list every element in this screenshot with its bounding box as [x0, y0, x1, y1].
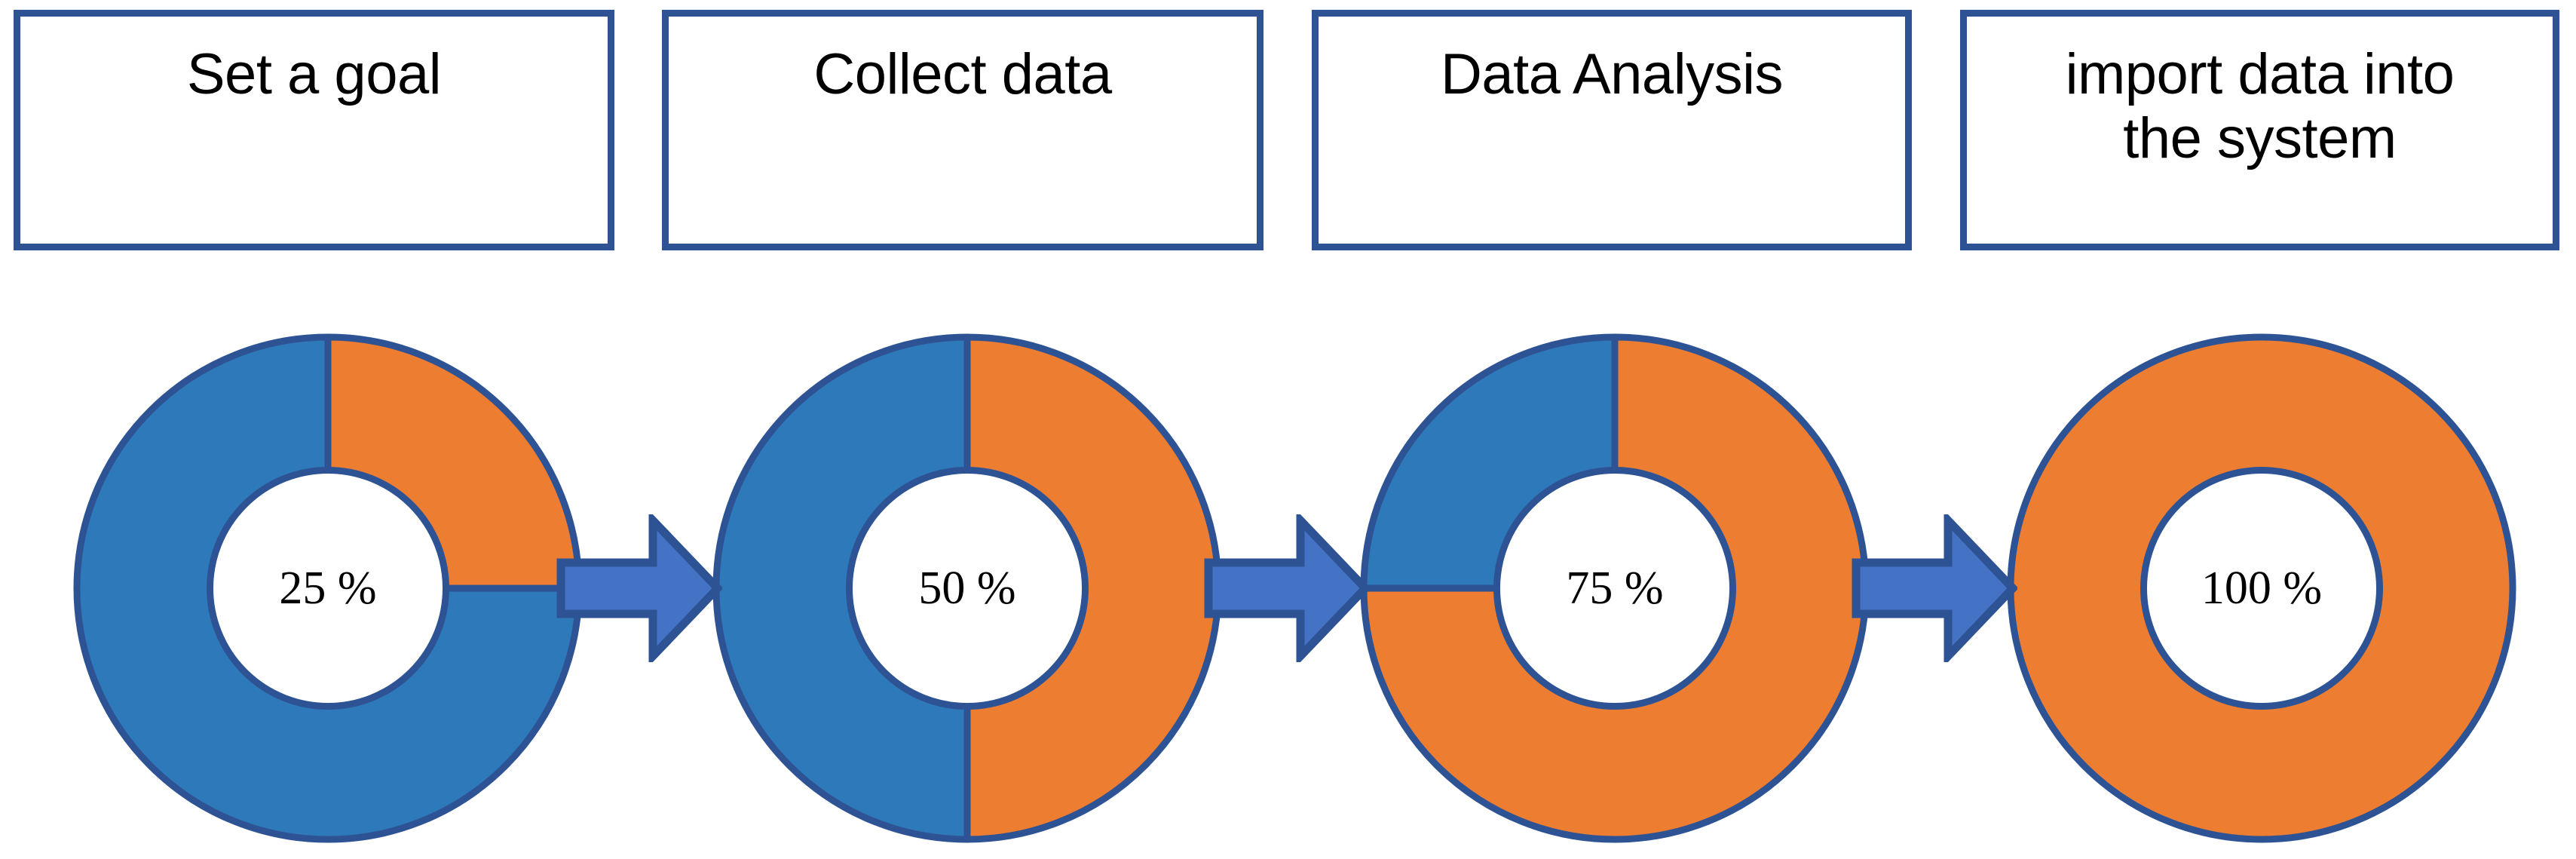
- step-box-2[interactable]: Collect data: [662, 10, 1263, 250]
- donut-chart-4[interactable]: 100 %: [2005, 332, 2518, 845]
- donut-segment-completed: [2007, 333, 2516, 843]
- donut-segment-completed: [324, 333, 583, 592]
- arrow-shape: [556, 514, 722, 662]
- flow-arrow-right-icon: [1204, 514, 1370, 662]
- arrow-svg: [1852, 514, 2017, 662]
- donut-segment-remaining: [712, 333, 971, 843]
- donut-segment-completed: [1360, 333, 1870, 843]
- step-box-label: Set a goal: [186, 42, 442, 106]
- donut-segment-completed: [963, 333, 1222, 843]
- step-box-label: Collect data: [813, 42, 1112, 106]
- arrow-shape: [1204, 514, 1370, 662]
- donut-svg: [712, 333, 1222, 843]
- arrow-svg: [556, 514, 722, 662]
- donut-chart-3[interactable]: 75 %: [1358, 332, 1871, 845]
- step-box-label: import data into the system: [2065, 42, 2455, 171]
- donut-segment-remaining: [73, 333, 583, 843]
- donut-chart-1[interactable]: 25 %: [72, 332, 584, 845]
- flow-arrow-right-icon: [556, 514, 722, 662]
- donut-chart-2[interactable]: 50 %: [711, 332, 1224, 845]
- donut-svg: [73, 333, 583, 843]
- step-box-label: Data Analysis: [1441, 42, 1783, 106]
- donut-svg: [2007, 333, 2516, 843]
- step-box-3[interactable]: Data Analysis: [1312, 10, 1912, 250]
- arrow-shape: [1852, 514, 2017, 662]
- step-box-1[interactable]: Set a goal: [14, 10, 614, 250]
- flow-arrow-right-icon: [1852, 514, 2017, 662]
- donut-svg: [1360, 333, 1870, 843]
- arrow-svg: [1204, 514, 1370, 662]
- donut-segment-remaining: [1360, 333, 1619, 592]
- step-box-4[interactable]: import data into the system: [1960, 10, 2559, 250]
